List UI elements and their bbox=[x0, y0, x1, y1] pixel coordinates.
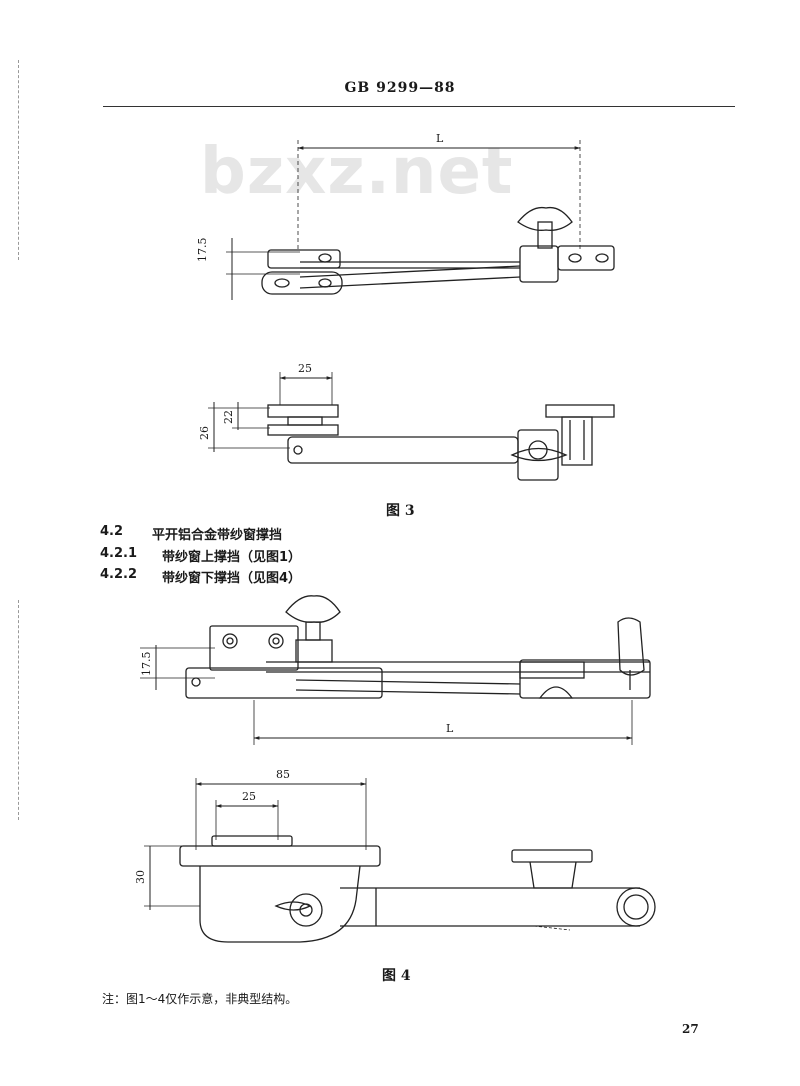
figure4-side-view bbox=[144, 778, 656, 943]
footnote: 注：图1～4仅作示意，非典型结构。 bbox=[102, 992, 298, 1006]
section-4-2-number: 4.2 bbox=[100, 524, 124, 539]
fig3-dim-26: 26 bbox=[198, 426, 211, 440]
figure3-top-view bbox=[226, 140, 615, 300]
header-rule bbox=[103, 106, 735, 107]
section-4-2-2-number: 4.2.2 bbox=[100, 567, 138, 582]
fig4-dim-25: 25 bbox=[242, 790, 256, 803]
section-4-2-title: 平开铝合金带纱窗撑挡 bbox=[152, 528, 283, 543]
figure3-caption: 图 3 bbox=[386, 503, 415, 519]
scan-edge bbox=[18, 600, 19, 820]
scan-edge bbox=[18, 60, 19, 260]
section-4-2-1-title: 带纱窗上撑挡（见图1） bbox=[162, 550, 302, 565]
fig3-dim-length: L bbox=[436, 132, 444, 145]
figure4-top-view bbox=[140, 595, 651, 745]
section-4-2-2-title: 带纱窗下撑挡（见图4） bbox=[162, 571, 302, 586]
fig4-dim-85: 85 bbox=[276, 768, 290, 781]
fig3-dim-width: 25 bbox=[298, 362, 312, 375]
fig4-dim-height: 17.5 bbox=[140, 651, 153, 677]
fig3-dim-height: 17.5 bbox=[196, 237, 209, 263]
page-number: 27 bbox=[682, 1022, 699, 1036]
fig3-dim-22: 22 bbox=[222, 410, 235, 424]
section-4-2-1-number: 4.2.1 bbox=[100, 546, 138, 561]
figure3-side-view bbox=[208, 372, 615, 481]
fig4-dim-30: 30 bbox=[134, 870, 147, 884]
fig4-dim-length: L bbox=[446, 722, 454, 735]
figure4-caption: 图 4 bbox=[382, 968, 411, 984]
document-header: GB 9299—88 bbox=[344, 80, 456, 96]
